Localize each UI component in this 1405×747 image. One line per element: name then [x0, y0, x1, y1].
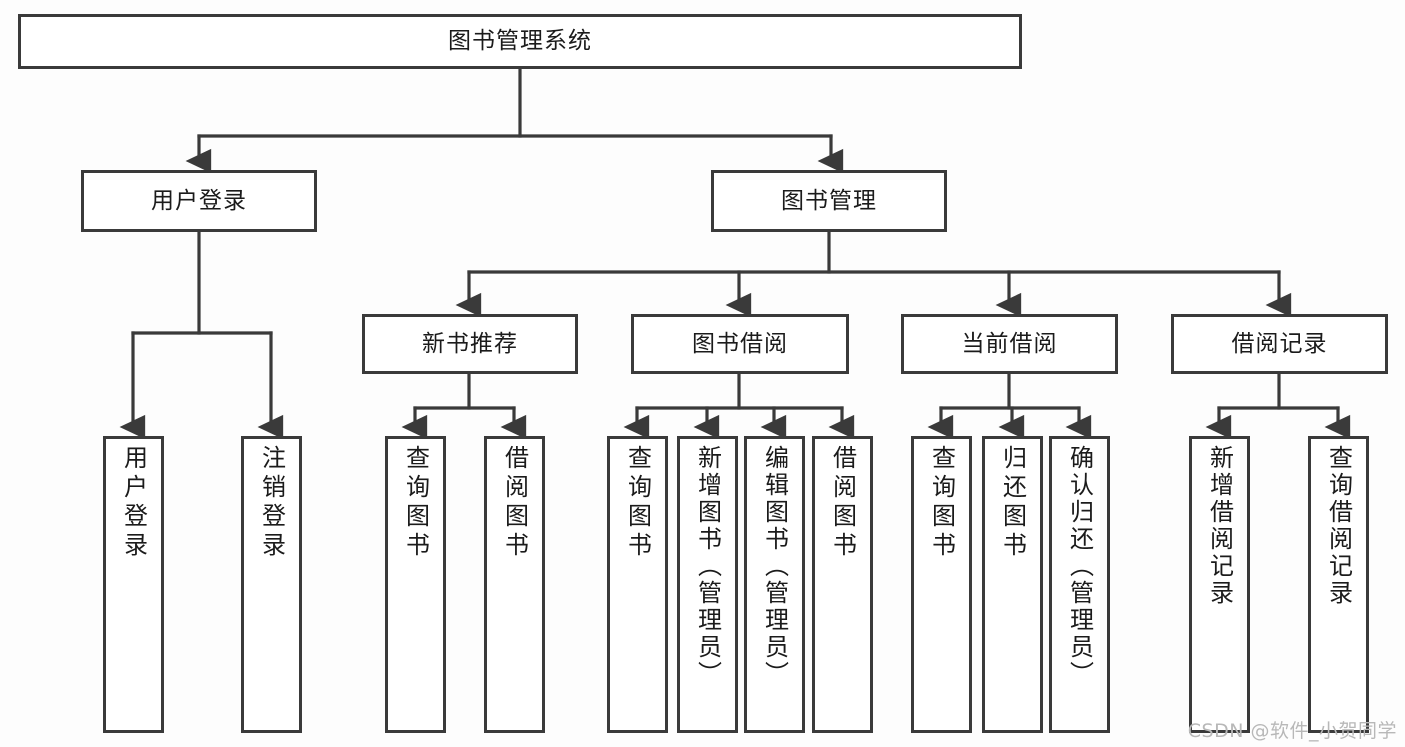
node-label: 当前借阅: [961, 330, 1058, 357]
leaf-query-book-borrow[interactable]: 查询图书: [607, 436, 668, 733]
node-label: 查询图书: [623, 445, 652, 561]
node-user-login[interactable]: 用户登录: [81, 170, 317, 232]
leaf-query-borrow-record[interactable]: 查询借阅记录: [1308, 436, 1369, 733]
node-label: 注销登录: [257, 445, 286, 561]
leaf-borrow-book[interactable]: 借阅图书: [812, 436, 873, 733]
leaf-borrow-book-recommend[interactable]: 借阅图书: [484, 436, 545, 733]
leaf-logout[interactable]: 注销登录: [241, 436, 302, 733]
leaf-query-book-current[interactable]: 查询图书: [911, 436, 972, 733]
node-label: 借阅图书: [500, 445, 529, 561]
node-label: 确认归还（管理员）: [1065, 445, 1094, 688]
node-label: 用户登录: [119, 445, 148, 561]
node-new-book-recommend[interactable]: 新书推荐: [362, 314, 578, 374]
leaf-edit-book-admin[interactable]: 编辑图书（管理员）: [744, 436, 805, 733]
node-label: 新增借阅记录: [1205, 445, 1234, 607]
node-label: 图书管理: [781, 187, 877, 214]
node-label: 归还图书: [998, 445, 1027, 561]
node-label: 借阅记录: [1231, 330, 1328, 357]
leaf-confirm-return-admin[interactable]: 确认归还（管理员）: [1049, 436, 1110, 733]
node-root-system[interactable]: 图书管理系统: [18, 14, 1022, 69]
node-label: 查询借阅记录: [1324, 445, 1353, 607]
leaf-add-book-admin[interactable]: 新增图书（管理员）: [677, 436, 738, 733]
node-label: 借阅图书: [828, 445, 857, 561]
node-label: 图书借阅: [692, 330, 788, 357]
node-label: 编辑图书（管理员）: [760, 445, 789, 688]
node-label: 用户登录: [151, 187, 247, 214]
node-book-borrow[interactable]: 图书借阅: [631, 314, 849, 374]
node-label: 查询图书: [927, 445, 956, 561]
node-book-management[interactable]: 图书管理: [711, 170, 947, 232]
node-current-borrow[interactable]: 当前借阅: [901, 314, 1118, 374]
node-borrow-record[interactable]: 借阅记录: [1171, 314, 1388, 374]
node-label: 新增图书（管理员）: [693, 445, 722, 688]
leaf-add-borrow-record[interactable]: 新增借阅记录: [1189, 436, 1250, 733]
node-label: 图书管理系统: [448, 28, 592, 55]
leaf-user-login[interactable]: 用户登录: [103, 436, 164, 733]
node-label: 新书推荐: [422, 330, 518, 357]
leaf-return-book[interactable]: 归还图书: [982, 436, 1043, 733]
leaf-query-book-recommend[interactable]: 查询图书: [385, 436, 446, 733]
node-label: 查询图书: [401, 445, 430, 561]
